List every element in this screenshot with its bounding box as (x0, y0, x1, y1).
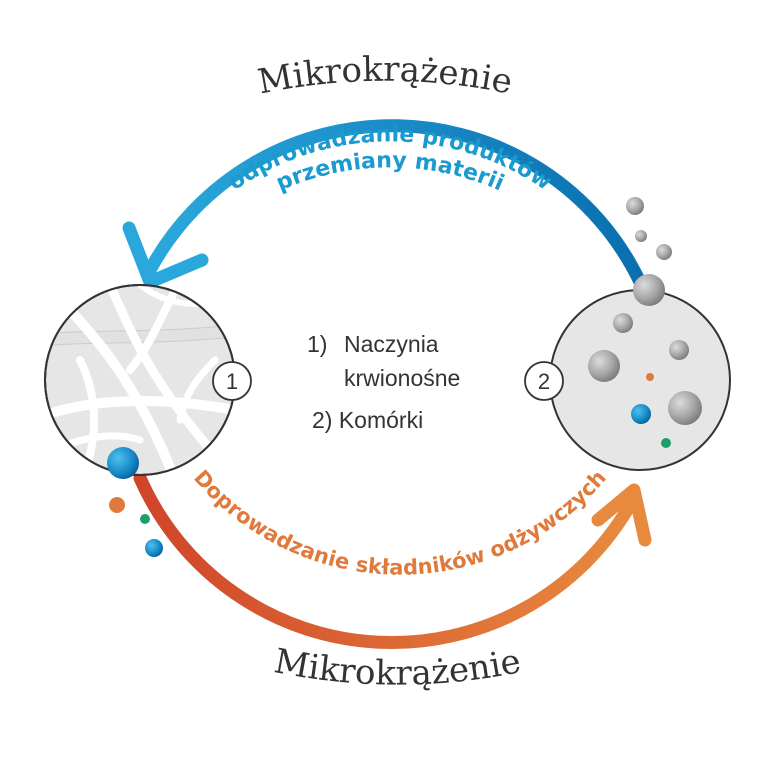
inflow-label: Doprowadzanie składników odżywczych (189, 465, 611, 579)
legend-item1-number: 1) (307, 331, 327, 357)
waste-particles (626, 197, 672, 306)
svg-text:2: 2 (538, 369, 550, 394)
legend: 1) Naczynia krwionośne 2) Komórki (307, 331, 460, 433)
cells-badge: 2 (524, 361, 564, 401)
outflow-arrow (122, 119, 647, 289)
svg-text:1: 1 (226, 369, 238, 394)
vessels-badge: 1 (212, 361, 252, 401)
outflow-arrowhead-icon (122, 221, 209, 289)
top-title: Mikrokrążenie (255, 50, 516, 103)
inflow-arrow (133, 471, 652, 650)
legend-item2: 2) Komórki (312, 407, 423, 433)
cells-icon (549, 289, 731, 471)
inflow-arrowhead-icon (591, 483, 652, 547)
legend-item1-line2: krwionośne (344, 365, 460, 391)
legend-item1-line1: Naczynia (344, 331, 439, 357)
bottom-title: Mikrokrążenie (271, 641, 524, 694)
nutrient-particles (107, 447, 163, 557)
